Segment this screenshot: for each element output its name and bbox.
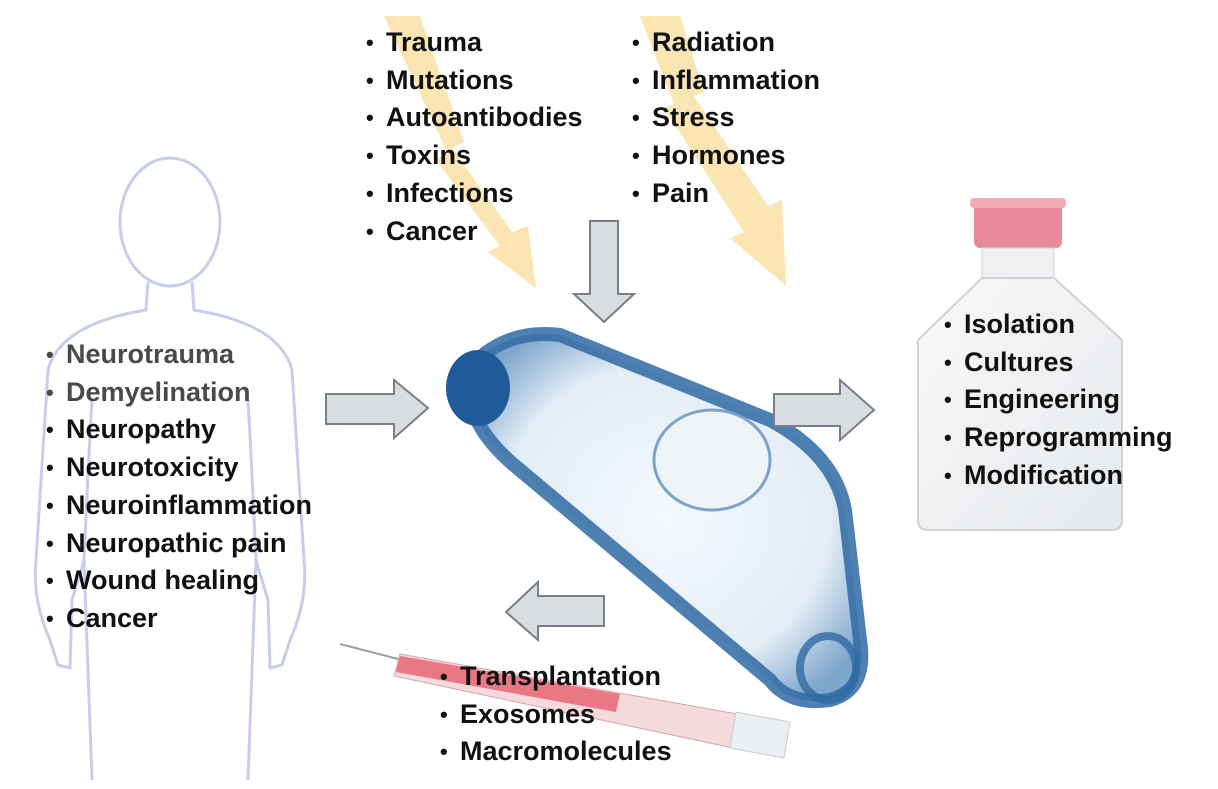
factor-item: Inflammation [632,62,820,100]
delivery-item: Transplantation [440,658,672,696]
factors-list-left: Trauma Mutations Autoantibodies Toxins I… [366,24,583,250]
condition-item: Cancer [46,600,312,638]
factor-item: Radiation [632,24,820,62]
conditions-list: Neurotrauma Demyelination Neuropathy Neu… [46,336,312,638]
factor-item: Stress [632,99,820,137]
culture-steps-list: Isolation Cultures Engineering Reprogram… [944,306,1173,495]
factor-item: Autoantibodies [366,99,583,137]
delivery-item: Exosomes [440,696,672,734]
delivery-list: Transplantation Exosomes Macromolecules [440,658,672,771]
factors-list-right: Radiation Inflammation Stress Hormones P… [632,24,820,213]
condition-item: Neuropathic pain [46,525,312,563]
condition-item: Demyelination [46,374,312,412]
culture-step-item: Cultures [944,344,1173,382]
factor-item: Mutations [366,62,583,100]
factor-item: Infections [366,175,583,213]
culture-step-item: Engineering [944,381,1173,419]
condition-item: Neuropathy [46,411,312,449]
factor-item: Cancer [366,213,583,251]
culture-step-item: Modification [944,457,1173,495]
condition-item: Neuroinflammation [46,487,312,525]
condition-item: Wound healing [46,562,312,600]
block-arrow-icon [325,220,876,643]
factor-item: Trauma [366,24,583,62]
cell-flask-icon [446,327,869,709]
condition-item: Neurotrauma [46,336,312,374]
delivery-item: Macromolecules [440,733,672,771]
factor-item: Hormones [632,137,820,175]
culture-step-item: Reprogramming [944,419,1173,457]
factor-item: Pain [632,175,820,213]
culture-step-item: Isolation [944,306,1173,344]
factor-item: Toxins [366,137,583,175]
condition-item: Neurotoxicity [46,449,312,487]
